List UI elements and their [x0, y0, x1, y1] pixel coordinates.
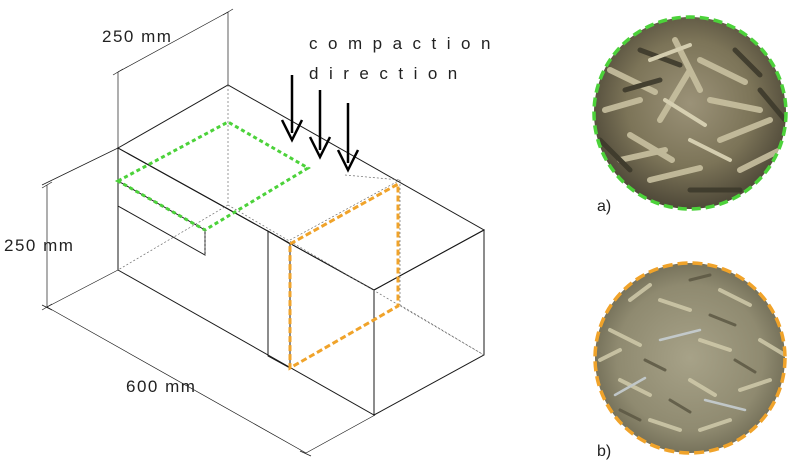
orange-cut-slot — [267, 230, 291, 369]
length-dimension-label: 600 mm — [126, 377, 196, 396]
sample-photo-a — [592, 15, 788, 211]
specimen-block — [114, 84, 486, 416]
green-cut-section — [114, 120, 311, 232]
compaction-arrows — [280, 75, 360, 173]
sample-photo-b — [593, 261, 787, 455]
dimension-lines — [41, 8, 376, 457]
sample-a-label: a) — [597, 198, 611, 215]
height-dimension-label: 250 mm — [4, 236, 74, 255]
compaction-label-line1: compaction — [309, 34, 501, 53]
sample-b-label: b) — [597, 443, 611, 460]
block-top-face — [116, 84, 486, 291]
width-dimension-label: 250 mm — [102, 27, 172, 46]
compaction-label-line2: direction — [309, 64, 468, 83]
sample-a-border — [592, 15, 788, 211]
sample-b-border — [593, 261, 787, 455]
orange-cut-section — [288, 181, 400, 371]
block-front-face — [117, 147, 375, 416]
